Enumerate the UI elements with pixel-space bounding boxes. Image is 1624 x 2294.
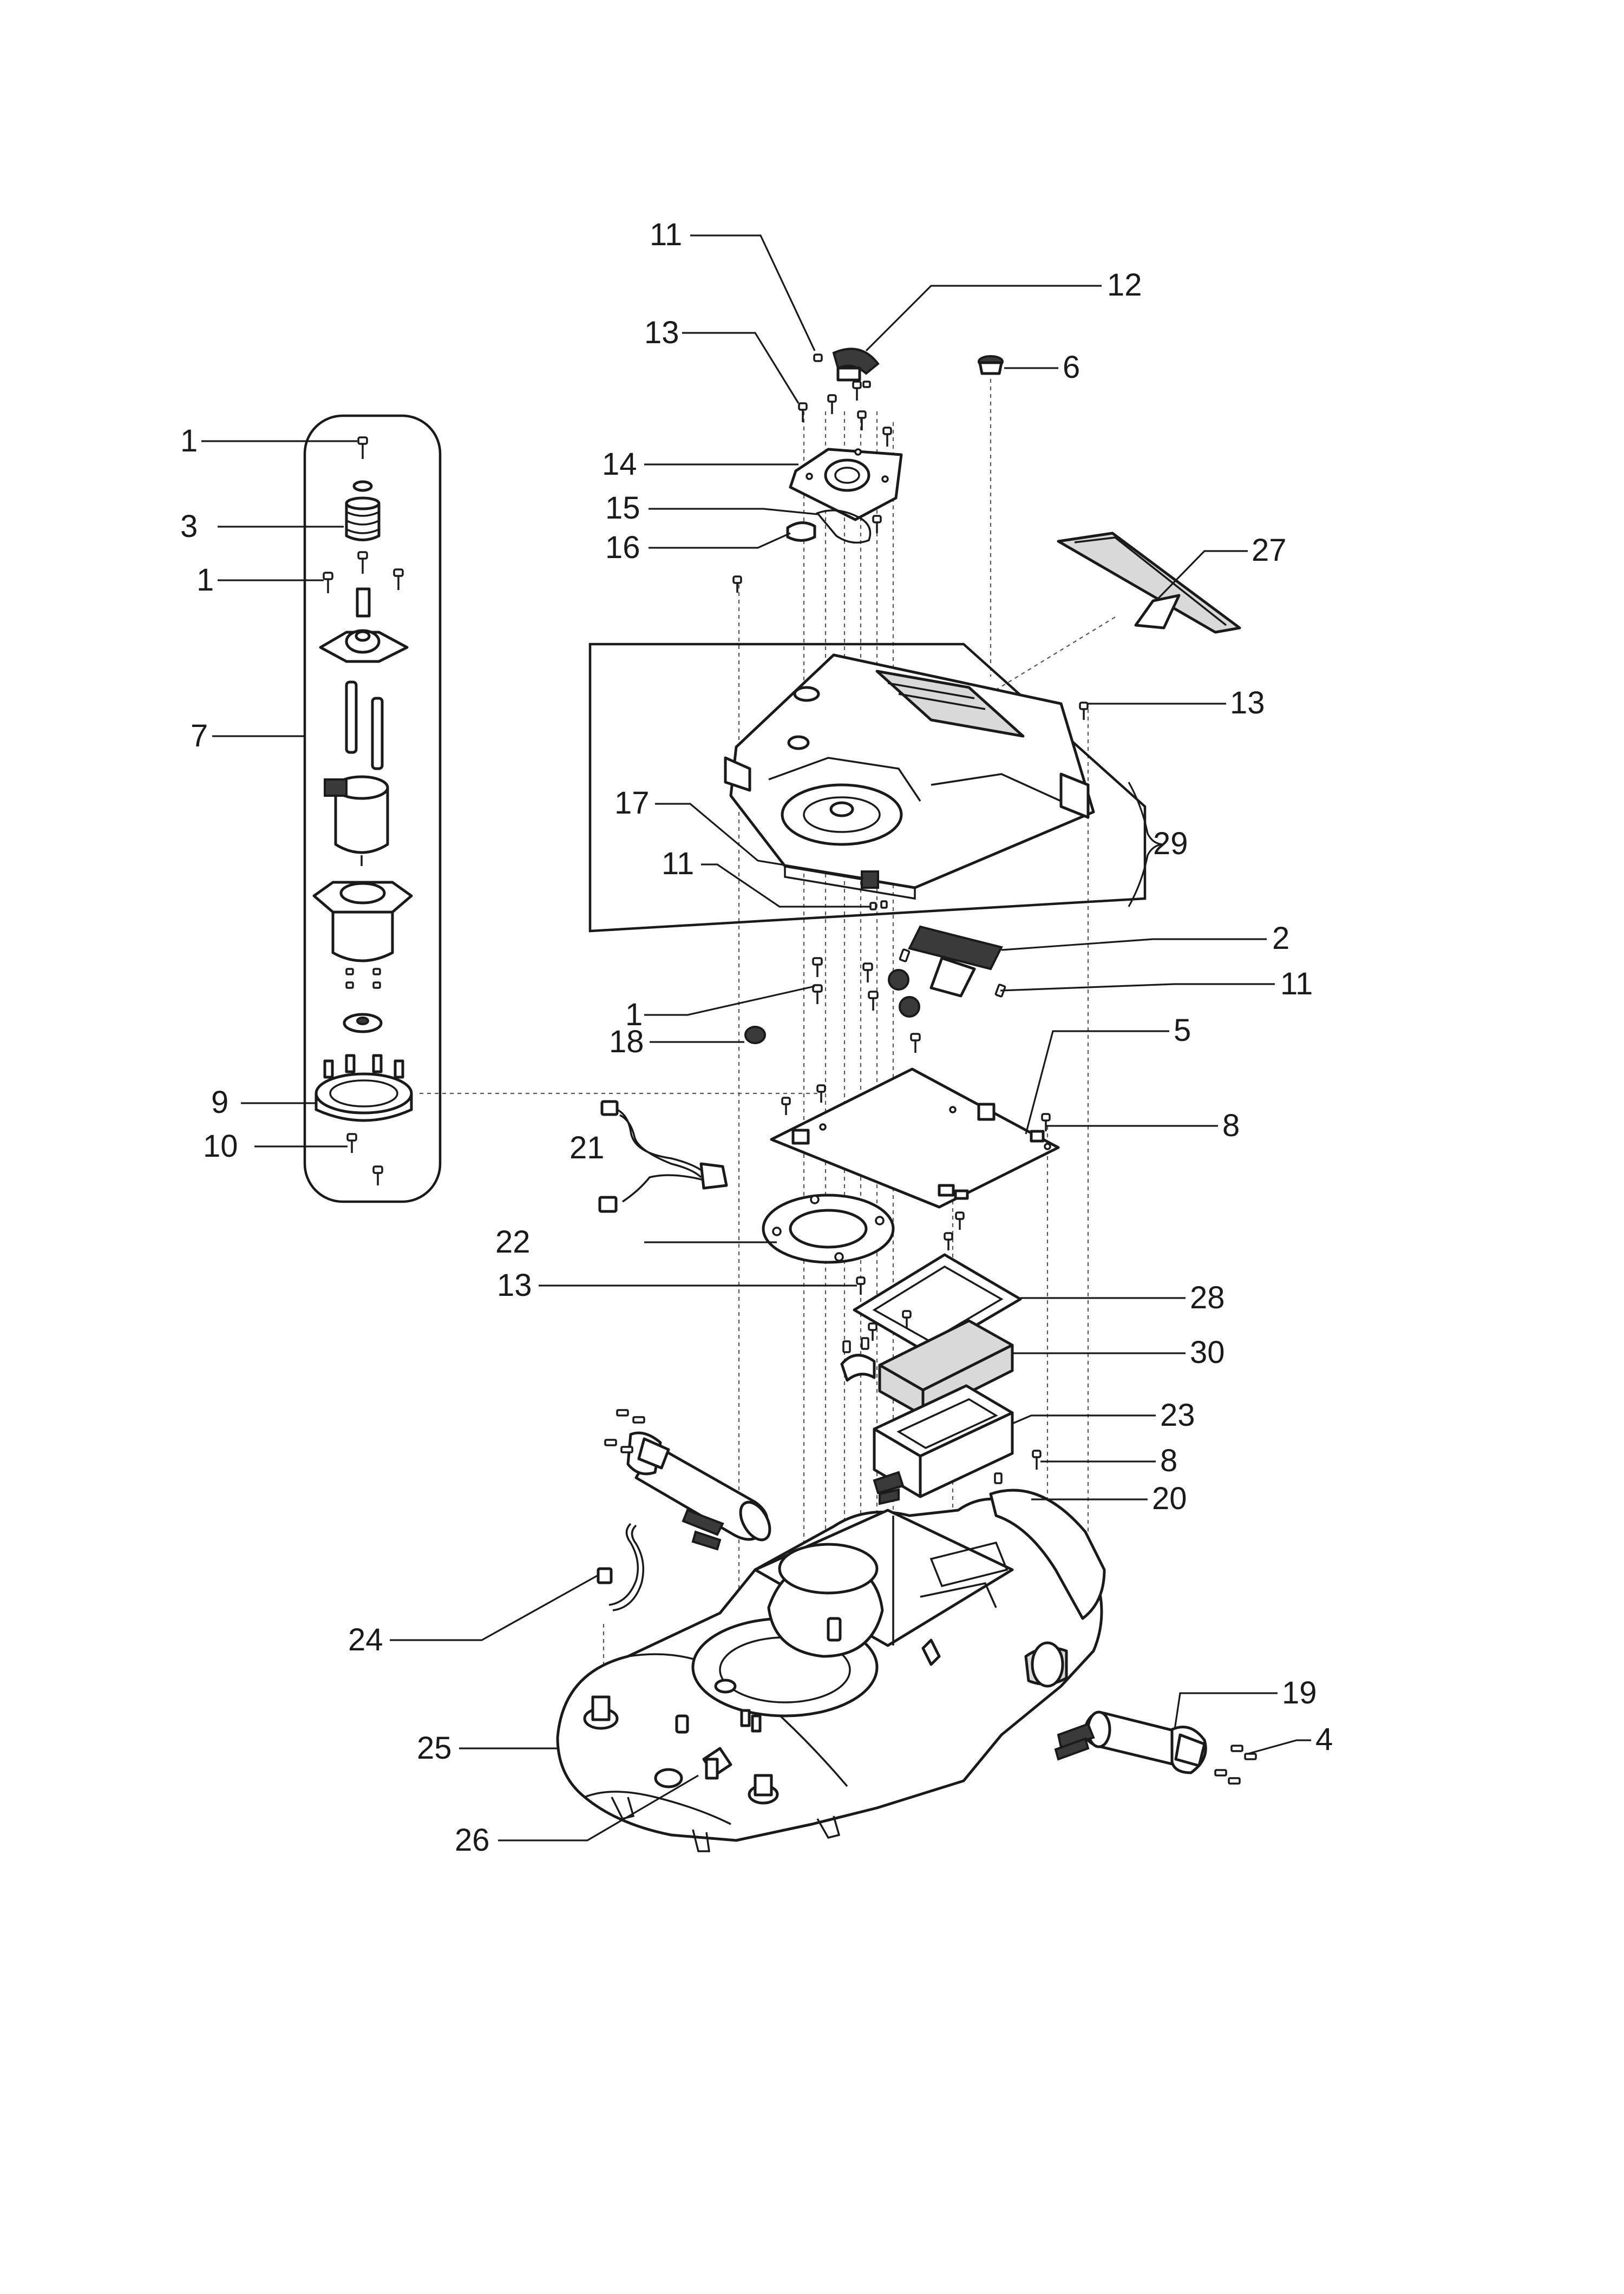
motor-bottom-screws (346, 1133, 383, 1185)
pad-part-27 (1057, 532, 1241, 634)
upper-housing (724, 653, 1095, 900)
pcb-screws (781, 1084, 1051, 1230)
top-small-parts (732, 348, 1089, 720)
nut-top (813, 353, 823, 362)
callout-1-a: 1 (180, 423, 198, 458)
cable-part-21 (598, 1100, 728, 1213)
gear-housing (312, 881, 413, 962)
callout-10: 10 (203, 1129, 238, 1164)
motor-assembly (303, 414, 442, 1203)
chassis (556, 1489, 1106, 1852)
callout-13-right: 13 (1230, 685, 1265, 720)
drive-motor-left (604, 1409, 771, 1551)
callout-16: 16 (605, 530, 640, 565)
pinion-gear (343, 1013, 383, 1033)
callout-28: 28 (1190, 1280, 1225, 1315)
callout-2: 2 (1272, 921, 1289, 956)
battery-part-23 (873, 1384, 1014, 1505)
callout-labels: 11 12 13 6 1 14 3 15 16 27 1 13 7 17 29 … (180, 217, 1333, 1858)
callout-7: 7 (191, 718, 208, 753)
middle-small-parts (744, 957, 921, 1053)
motor-assembly-outline (303, 414, 442, 1203)
callout-13-mid: 13 (497, 1268, 532, 1303)
frame-part-28 (853, 1253, 1022, 1355)
clip-part-17 (861, 870, 888, 910)
pcb-part-5 (770, 1067, 1060, 1209)
drive-motor-right (1054, 1710, 1257, 1785)
motor-base-ring (315, 1054, 413, 1122)
callout-17: 17 (614, 785, 650, 821)
callout-9: 9 (211, 1085, 228, 1120)
callout-26: 26 (455, 1823, 490, 1858)
grommet-a (888, 969, 909, 991)
callout-21: 21 (569, 1130, 605, 1165)
callout-11-top: 11 (650, 217, 682, 252)
callout-12: 12 (1107, 267, 1142, 303)
callout-15: 15 (605, 490, 640, 526)
motor-screws-row (323, 551, 404, 593)
bracket-29 (1128, 782, 1164, 907)
clamp-left (840, 1337, 876, 1382)
upper-housing-frame (588, 643, 1147, 933)
callout-19: 19 (1282, 1675, 1317, 1710)
callout-23: 23 (1160, 1398, 1195, 1433)
gasket-ring-part-22 (762, 1194, 895, 1264)
callout-22: 22 (495, 1224, 531, 1260)
callout-13-top: 13 (644, 315, 679, 350)
motor-can (324, 775, 389, 866)
callout-6: 6 (1063, 350, 1080, 385)
callout-8-a: 8 (1222, 1108, 1240, 1143)
callout-20: 20 (1152, 1481, 1187, 1516)
gasket-part-15 (816, 509, 872, 544)
spring-coupling (345, 480, 381, 541)
plate-part-14 (789, 448, 903, 521)
gear-housing-screws (345, 968, 381, 989)
callout-25: 25 (417, 1731, 452, 1766)
callout-30: 30 (1190, 1335, 1225, 1370)
callout-1-c: 1 (625, 997, 643, 1032)
callout-4: 4 (1315, 1722, 1333, 1757)
motor-rods (345, 680, 384, 770)
grommet-part-18 (744, 1026, 766, 1044)
plug-part-16 (786, 521, 816, 542)
grommet-b (899, 996, 920, 1018)
callout-3: 3 (180, 509, 198, 544)
callout-5: 5 (1174, 1013, 1191, 1048)
callout-14: 14 (602, 447, 637, 482)
wire-part-24 (597, 1523, 645, 1611)
callout-29: 29 (1153, 826, 1188, 861)
callout-8-b: 8 (1160, 1443, 1177, 1478)
top-screws (732, 381, 1089, 720)
clip-part-12 (832, 348, 880, 388)
motor-top-screw (357, 436, 368, 459)
callout-1-b: 1 (197, 562, 214, 598)
callout-18: 18 (609, 1024, 644, 1059)
callout-11-right: 11 (1280, 966, 1313, 1001)
sensor-part-2 (899, 925, 1006, 998)
callout-24: 24 (348, 1622, 383, 1657)
cap-part-6 (978, 355, 1004, 375)
leader-lines (201, 234, 1311, 1841)
callout-11-mid: 11 (662, 846, 694, 881)
motor-top-flange (319, 587, 409, 663)
upper-housing-group (588, 643, 1164, 933)
callout-27: 27 (1252, 533, 1287, 568)
